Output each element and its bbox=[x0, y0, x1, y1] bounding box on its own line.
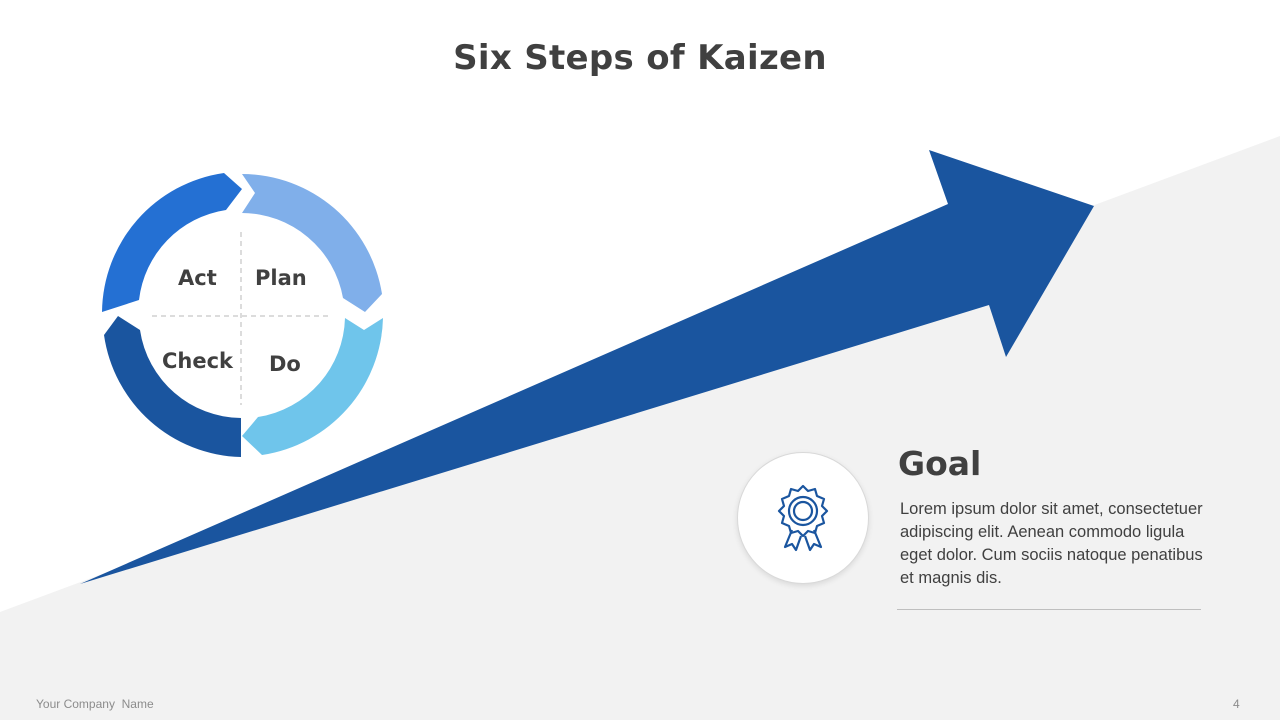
cycle-segment-do bbox=[242, 318, 383, 455]
goal-icon-circle bbox=[737, 452, 869, 584]
cycle-segment-plan bbox=[242, 174, 382, 312]
goal-divider bbox=[897, 609, 1201, 610]
goal-description: Lorem ipsum dolor sit amet, consectetuer… bbox=[900, 500, 1203, 587]
slide-title: Six Steps of Kaizen bbox=[453, 38, 827, 78]
cycle-label-do: Do bbox=[269, 352, 301, 376]
award-ribbon-icon bbox=[777, 484, 829, 552]
cycle-segment-check bbox=[104, 316, 241, 457]
goal-title: Goal bbox=[898, 444, 982, 483]
footer-page-number: 4 bbox=[1233, 697, 1240, 711]
growth-arrow bbox=[80, 150, 1094, 584]
cycle-label-plan: Plan bbox=[255, 266, 307, 290]
pdca-cycle bbox=[102, 173, 383, 457]
footer-company-name: Your Company Name bbox=[36, 697, 154, 711]
cycle-segment-act bbox=[102, 173, 242, 312]
cycle-label-act: Act bbox=[178, 266, 217, 290]
cycle-label-check: Check bbox=[162, 349, 234, 373]
